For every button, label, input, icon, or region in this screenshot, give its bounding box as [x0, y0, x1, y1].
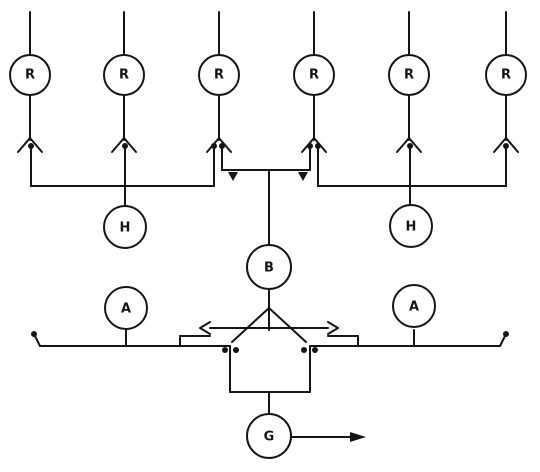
node-r6: R: [485, 54, 527, 96]
node-r2: R: [103, 54, 145, 96]
node-r5: R: [388, 54, 430, 96]
node-r5-label: R: [404, 68, 414, 83]
node-r3-label: R: [214, 68, 224, 83]
r-stems: [29, 93, 507, 141]
connector-dots: [28, 143, 509, 149]
node-r1: R: [9, 54, 51, 96]
node-a-left-label: A: [121, 302, 131, 317]
center-bridge: [221, 145, 311, 246]
node-g: G: [246, 413, 292, 459]
output-arrow: [289, 432, 366, 442]
node-h-right-label: H: [406, 220, 417, 235]
node-b: B: [246, 244, 292, 290]
node-a-left: A: [104, 286, 148, 330]
top-feed-lines: [29, 11, 507, 57]
node-a-right: A: [392, 284, 436, 328]
right-r-bus: [317, 145, 507, 207]
node-r4-label: R: [309, 68, 319, 83]
node-r3: R: [198, 54, 240, 96]
node-r4: R: [293, 54, 335, 96]
node-a-right-label: A: [409, 300, 419, 315]
node-r1-label: R: [25, 68, 35, 83]
node-r6-label: R: [501, 68, 511, 83]
node-h-right: H: [389, 204, 433, 248]
node-r2-label: R: [119, 68, 129, 83]
node-h-left: H: [103, 205, 147, 249]
node-b-label: B: [264, 261, 274, 276]
connector-chevrons: [17, 137, 519, 153]
node-h-left-label: H: [120, 221, 131, 236]
lower-network: [31, 289, 509, 414]
left-r-bus: [30, 145, 215, 207]
node-g-label: G: [264, 430, 275, 445]
